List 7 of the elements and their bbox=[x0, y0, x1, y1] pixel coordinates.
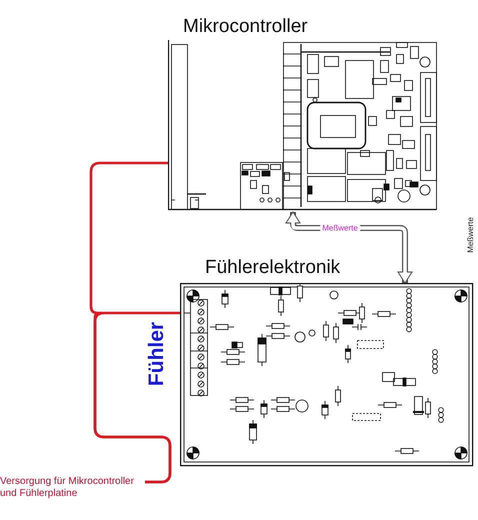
board-title: Fühlerelektronik bbox=[205, 257, 340, 279]
board-title: Mikrocontroller bbox=[183, 16, 308, 38]
connector-line bbox=[94, 312, 180, 484]
annotation-text: Versorgung für Mikrocontroller und Fühlerplatine bbox=[0, 476, 145, 500]
edge-label: Meßwerte bbox=[320, 224, 360, 232]
vertical-label: Meßwerte bbox=[466, 217, 476, 253]
vertical-label: Fühler bbox=[145, 322, 170, 386]
